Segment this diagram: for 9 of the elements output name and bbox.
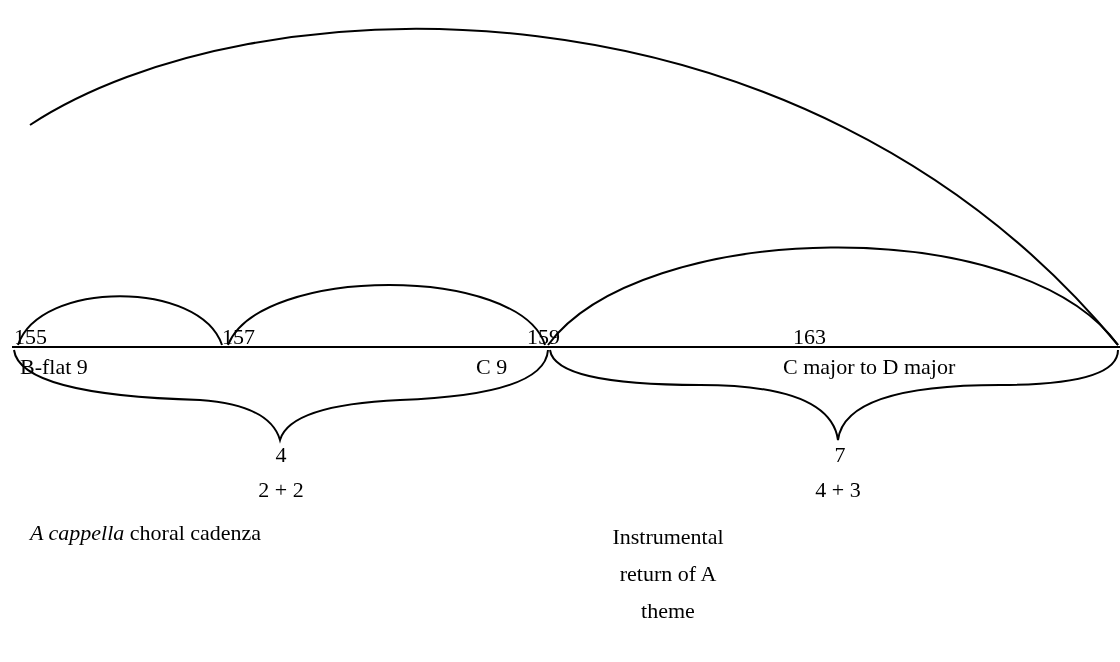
measure-number: 163 bbox=[793, 324, 826, 350]
key-label: C major to D major bbox=[783, 354, 956, 380]
phrase-division: 4 + 3 bbox=[815, 477, 861, 503]
phrase-length: 7 bbox=[834, 442, 846, 468]
phrase-division: 2 + 2 bbox=[258, 477, 304, 503]
chord-label: C 9 bbox=[476, 354, 508, 380]
section-label: A cappella choral cadenza bbox=[30, 520, 262, 546]
section-label: Instrumental return of A theme bbox=[611, 523, 725, 625]
phrase-length: 4 bbox=[275, 442, 287, 468]
